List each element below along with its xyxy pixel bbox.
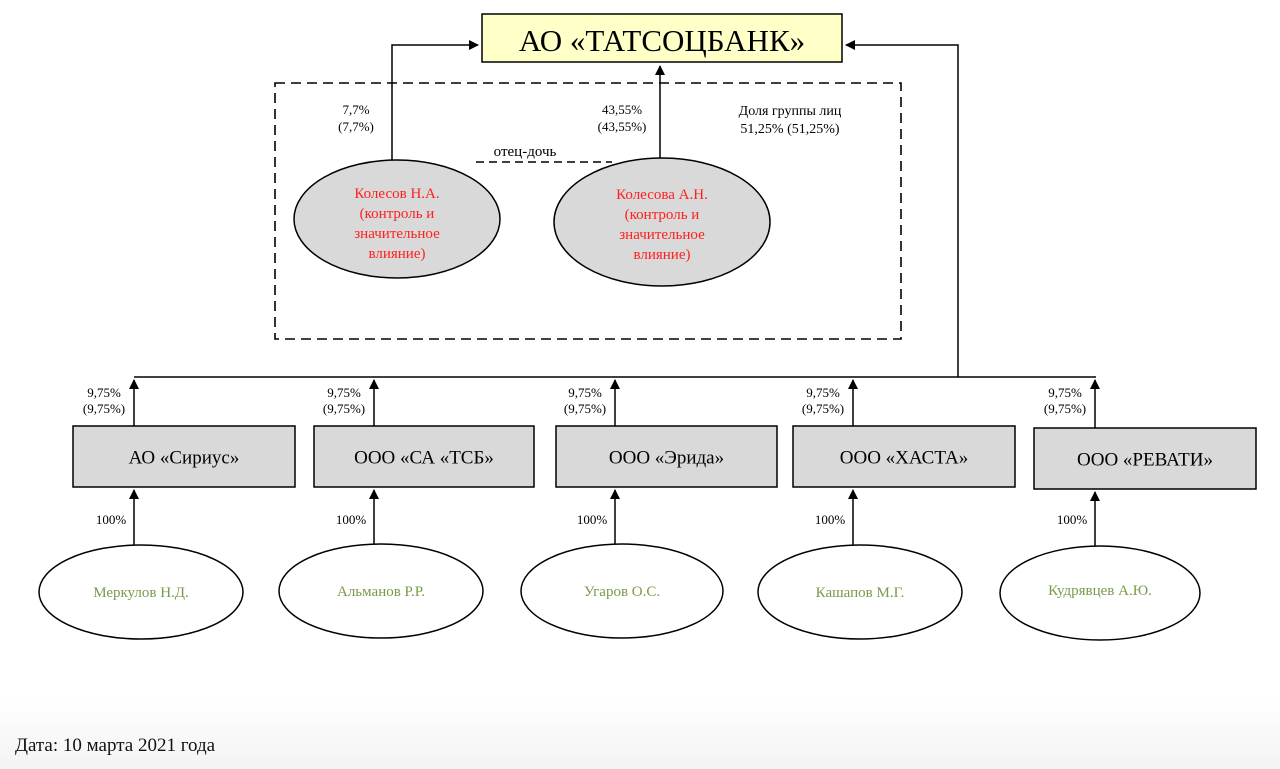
person-ellipse [278,543,484,639]
company-share-indirect: (9,75%) [83,401,125,416]
company-box [555,425,778,488]
company-share-indirect: (9,75%) [802,401,844,416]
report-date: Дата: 10 марта 2021 года [15,735,216,756]
owner-note: влияние) [633,247,690,263]
company-share: 9,75% [806,385,840,400]
person-ellipse [999,545,1201,641]
owner-name: Колесова А.Н. [616,187,708,203]
owner-ellipse [293,159,501,279]
person-name: Меркулов Н.Д. [93,585,189,601]
bank-node: АО «ТАТСОЦБАНК» [481,13,843,63]
bank-title: АО «ТАТСОЦБАНК» [519,23,805,58]
group-frame [274,82,902,340]
owner-note: (контроль и [625,207,700,223]
company-name: ООО «Эрида» [609,448,724,469]
person-name: Кашапов М.Г. [816,585,905,601]
company-node: 9,75%(9,75%) ООО «ХАСТА» 100% Кашапов М.Г. [757,379,1016,640]
company-share: 9,75% [327,385,361,400]
company-name: ООО «ХАСТА» [840,448,968,469]
owner-name: Колесов Н.А. [354,186,439,202]
owner-share: 100% [336,512,367,527]
owner-share: 100% [577,512,608,527]
owner-note: влияние) [368,246,425,262]
person-ellipse [757,544,963,640]
owner-note: (контроль и [360,206,435,222]
company-share: 9,75% [568,385,602,400]
person-ellipse [38,544,244,640]
company-share-indirect: (9,75%) [1044,401,1086,416]
company-name: АО «Сириус» [129,448,240,469]
owner-share: 100% [1057,512,1088,527]
person-name: Угаров О.С. [584,584,660,600]
person-name: Кудрявцев А.Ю. [1048,583,1152,599]
company-name: ООО «РЕВАТИ» [1077,450,1213,471]
company-box [313,425,535,488]
owner-node-kolesov: 7,7% (7,7%) Колесов Н.А. (контроль и зна… [293,40,501,279]
company-name: ООО «СА «ТСБ» [354,448,494,469]
company-node: 9,75%(9,75%) ООО «СА «ТСБ» 100% Альманов Р.… [278,379,535,639]
owner-share: 100% [96,512,127,527]
company-share: 9,75% [87,385,121,400]
owner-node-kolesova: 43,55% (43,55%) Колесова А.Н. (контроль … [553,65,771,287]
owner-share-indirect: (7,7%) [338,119,374,134]
company-share-indirect: (9,75%) [323,401,365,416]
person-ellipse [520,543,724,639]
owner-ellipse [553,157,771,287]
owner-share-indirect: (43,55%) [598,119,647,134]
companies-to-bank-arrow [845,40,959,377]
relation-label: отец-дочь [494,144,557,160]
company-box [792,425,1016,488]
company-node: 9,75%(9,75%) ООО «Эрида» 100% Угаров О.С. [520,379,778,639]
group-share-label: Доля группы лиц [739,104,842,119]
owner-note: значительное [354,226,440,242]
company-share: 9,75% [1048,385,1082,400]
group-share-value: 51,25% (51,25%) [740,122,839,137]
company-box [72,425,296,488]
owner-share: 7,7% [342,102,369,117]
person-name: Альманов Р.Р. [337,584,425,600]
owner-share: 43,55% [602,102,642,117]
bank-box [481,13,843,63]
company-share-indirect: (9,75%) [564,401,606,416]
owner-note: значительное [619,227,705,243]
owner-share: 100% [815,512,846,527]
companies-layer: 9,75%(9,75%)АО «Сириус»100%Меркулов Н.Д.… [38,379,1257,641]
company-node: 9,75%(9,75%) ООО «РЕВАТИ» 100% Кудрявцев А.… [999,379,1257,641]
company-box [1033,427,1257,490]
owner-arrow [391,40,479,160]
company-node: 9,75%(9,75%) АО «Сириус» 100% Меркулов Н.Д. [38,379,296,640]
